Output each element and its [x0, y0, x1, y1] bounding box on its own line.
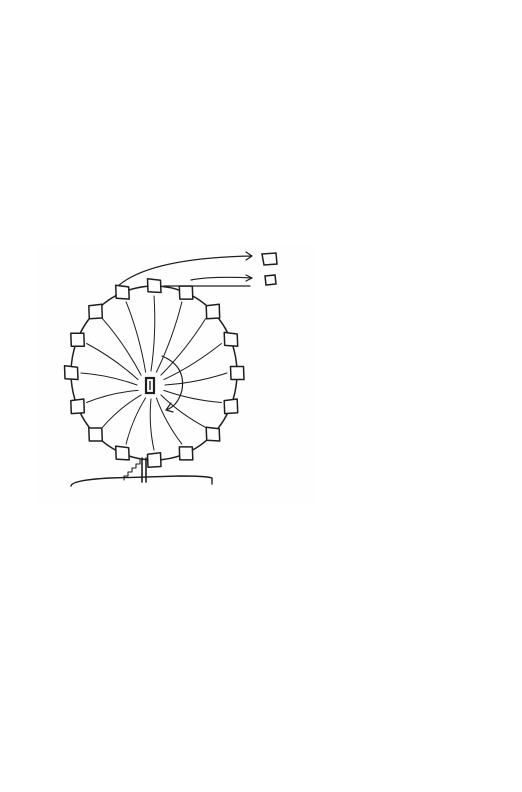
spoke [155, 397, 183, 445]
spoke [163, 389, 222, 403]
cabin [223, 398, 239, 415]
hub [144, 376, 156, 395]
spokes [80, 295, 228, 451]
spoke [149, 398, 155, 451]
cabin [63, 364, 79, 381]
cabin [114, 284, 130, 300]
spoke [150, 295, 156, 372]
spoke [155, 301, 183, 373]
staircase [123, 459, 141, 481]
cabin [88, 303, 104, 320]
spoke [160, 318, 207, 376]
cabin [178, 446, 194, 461]
cabin [70, 332, 86, 347]
cabin [223, 331, 239, 347]
ground-line [70, 475, 213, 487]
spoke [163, 343, 222, 381]
cabin [229, 365, 245, 381]
cabin [205, 303, 221, 320]
rim-cabins [63, 277, 245, 469]
spoke [125, 301, 147, 373]
support-post [141, 457, 147, 483]
spoke [101, 394, 142, 428]
cabin [146, 451, 162, 469]
rotation-arrow [161, 355, 184, 413]
spoke [101, 318, 142, 376]
spoke [160, 394, 207, 428]
spoke [86, 389, 139, 403]
trajectory-arrow-middle [190, 274, 253, 282]
sketch-panel [37, 244, 315, 506]
spoke [80, 372, 138, 386]
cabin [70, 398, 86, 415]
cabin [88, 427, 104, 442]
trajectory-arrow-upper [117, 251, 253, 287]
spoke [86, 343, 139, 381]
flung-cabin-upper [261, 252, 278, 266]
cabin [205, 426, 221, 442]
cabin [178, 285, 194, 300]
spoke [164, 372, 228, 386]
spoke [125, 397, 147, 445]
cabin [146, 277, 162, 294]
flung-cabin-lower [264, 274, 277, 286]
cabin [114, 445, 130, 461]
